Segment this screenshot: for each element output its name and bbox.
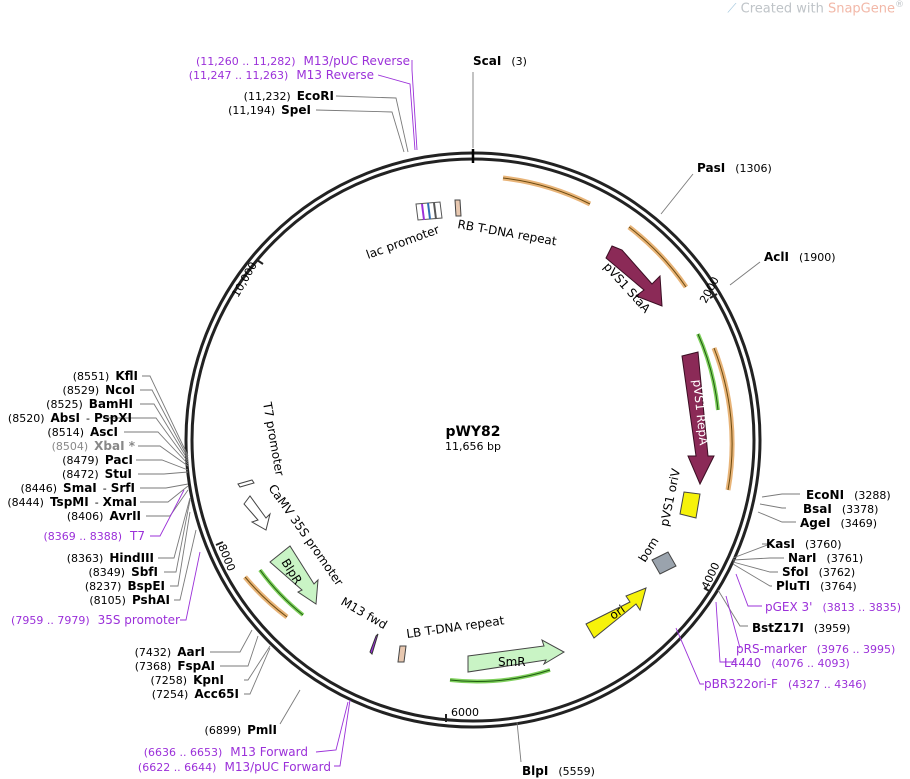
site-acli[interactable]: AclI(1900) <box>764 250 836 264</box>
smr-arrow <box>467 638 566 673</box>
bom-box <box>651 551 677 575</box>
t7-arrow <box>237 479 255 488</box>
site-econi[interactable]: EcoNI(3288) <box>806 488 891 502</box>
camv-arrow <box>243 495 271 531</box>
lb-repeat-box <box>397 645 407 663</box>
primer-m13-reverse[interactable]: (11,247 .. 11,263)M13 Reverse <box>189 68 374 82</box>
site-sbfi[interactable]: (8349)SbfI <box>89 565 159 579</box>
label-t7-promoter: T7 promoter <box>260 400 287 477</box>
site-bspei[interactable]: (8237)BspEI <box>85 579 165 593</box>
site-pshai[interactable]: (8105)PshAI <box>89 593 170 607</box>
site-kpni[interactable]: (7258)KpnI <box>151 673 224 687</box>
site-spei[interactable]: (11,194)SpeI <box>228 103 311 117</box>
site-bstz17i[interactable]: BstZ17I(3959) <box>752 621 850 635</box>
site-ncoi[interactable]: (8529)NcoI <box>63 383 135 397</box>
label-lac-promoter: lac promoter <box>364 222 441 261</box>
site-pluti[interactable]: PluTI(3764) <box>776 579 857 593</box>
site-bsai[interactable]: BsaI(3378) <box>803 502 878 516</box>
site-ecori[interactable]: (11,232)EcoRI <box>244 89 334 103</box>
primer-m13-forward[interactable]: (6636 .. 6653)M13 Forward <box>144 745 308 759</box>
site-nari[interactable]: NarI(3761) <box>788 551 863 565</box>
site-sfoi[interactable]: SfoI(3762) <box>782 565 855 579</box>
label-pvs1-repa: pVS1 RepA <box>690 379 711 447</box>
primer-prs-marker[interactable]: pRS-marker(3976 .. 3995) <box>736 642 895 656</box>
plasmid-length: 11,656 bp <box>445 440 501 453</box>
site-aari[interactable]: (7432)AarI <box>135 645 205 659</box>
primer-35s-promoter[interactable]: (7959 .. 7979)35S promoter <box>11 613 180 627</box>
site-agei[interactable]: AgeI(3469) <box>800 516 877 530</box>
label-smr: SmR <box>498 655 526 669</box>
label-pvs1-oriv: pVS1 oriV <box>657 467 683 528</box>
site-kfli[interactable]: (8551)KflI <box>73 369 138 383</box>
site-stui[interactable]: (8472)StuI <box>62 467 132 481</box>
blpr-arrow <box>269 545 319 605</box>
site-kasi[interactable]: KasI(3760) <box>766 537 842 551</box>
watermark-icon: ⟋ <box>727 1 737 17</box>
primer-l4440[interactable]: L4440(4076 .. 4093) <box>724 656 850 670</box>
label-m13-fwd: M13 fwd <box>339 594 390 632</box>
site-xbai[interactable]: (8504)XbaI * <box>52 439 136 453</box>
watermark-suffix: ® <box>895 0 904 10</box>
watermark-brand: SnapGene <box>827 1 895 17</box>
site-scai[interactable]: ScaI(3) <box>473 54 527 68</box>
label-rb-repeat: RB T-DNA repeat <box>456 217 557 248</box>
snapgene-watermark: ⟋ Created with SnapGene® <box>727 0 904 16</box>
tick-6000: 6000 <box>451 706 479 719</box>
m13-fwd-mark <box>369 633 379 655</box>
plasmid-backbone <box>184 149 762 729</box>
label-lb-repeat: LB T-DNA repeat <box>405 613 505 641</box>
site-pasi[interactable]: PasI(1306) <box>697 161 772 175</box>
primer-m13puc-forward[interactable]: (6622 .. 6644)M13/pUC Forward <box>138 760 331 774</box>
site-leaders <box>106 60 800 767</box>
site-asci[interactable]: (8514)AscI <box>47 425 118 439</box>
site-absi[interactable]: (8520)AbsI-PspXI <box>8 411 132 425</box>
watermark-prefix: Created with <box>740 1 828 17</box>
primer-t7[interactable]: (8369 .. 8388)T7 <box>43 529 145 543</box>
pvs1-repa-arrow <box>681 351 715 486</box>
site-blpi[interactable]: BlpI(5559) <box>522 764 595 778</box>
site-smai[interactable]: (8446)SmaI-SrfI <box>20 481 135 495</box>
lac-promoter-mark <box>415 201 443 221</box>
site-fspai[interactable]: (7368)FspAI <box>135 659 215 673</box>
site-bamhi[interactable]: (8525)BamHI <box>46 397 133 411</box>
site-paci[interactable]: (8479)PacI <box>62 453 133 467</box>
primer-m13puc-reverse[interactable]: (11,260 .. 11,282)M13/pUC Reverse <box>196 54 410 68</box>
site-tspmi[interactable]: (8444)TspMI-XmaI <box>7 495 137 509</box>
ori-arrow <box>585 587 647 639</box>
primer-pgex3[interactable]: pGEX 3'(3813 .. 3835) <box>765 600 901 614</box>
site-acc65i[interactable]: (7254)Acc65I <box>152 687 239 701</box>
site-hindiii[interactable]: (8363)HindIII <box>67 551 154 565</box>
primer-pbr322ori-f[interactable]: pBR322ori-F(4327 .. 4346) <box>704 677 867 691</box>
pvs1-oriv-box <box>679 491 701 519</box>
site-pmli[interactable]: (6899)PmlI <box>205 723 277 737</box>
plasmid-name: pWY82 <box>445 424 500 440</box>
rb-repeat-box <box>454 199 462 217</box>
feature-orange-arcs <box>243 175 735 684</box>
site-avrii[interactable]: (8406)AvrII <box>67 509 141 523</box>
pvs1-staa-arrow <box>605 245 663 307</box>
